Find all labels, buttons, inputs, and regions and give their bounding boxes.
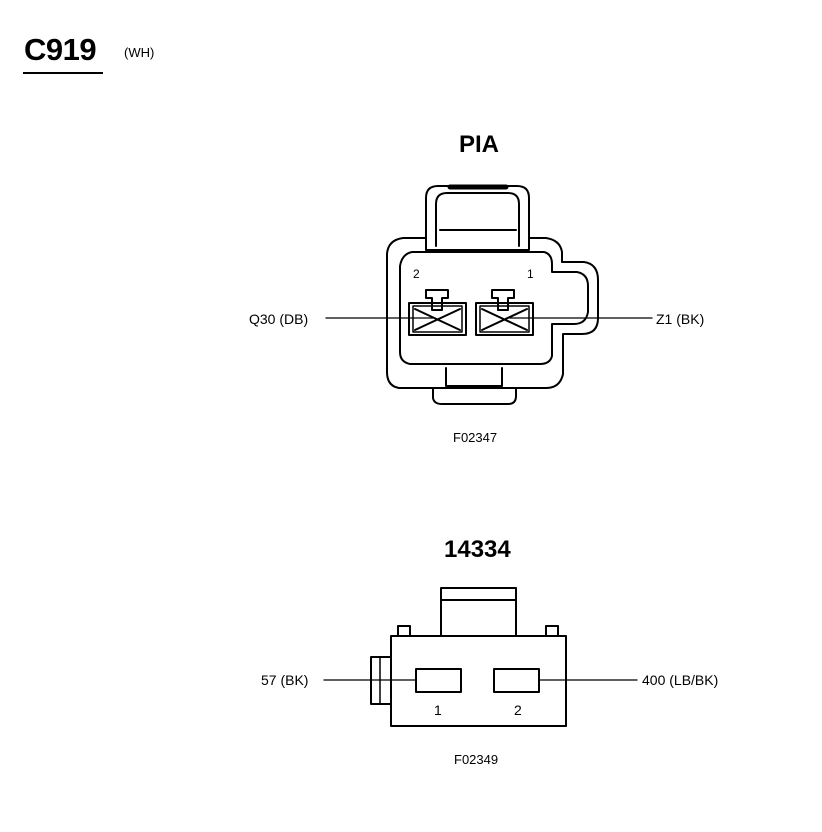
wire-label-q30: Q30 (DB) (249, 311, 309, 327)
bottom-pin-number-2: 2 (514, 702, 522, 718)
wire-label-400: 400 (LB/BK) (642, 672, 719, 688)
bottom-connector-drawing (323, 587, 638, 727)
top-connector-drawing (325, 184, 653, 405)
bottom-pin-number-1: 1 (434, 702, 442, 718)
bottom-clip-right (545, 625, 559, 637)
top-housing-inner (399, 251, 589, 365)
top-cavity-pin-2-inner (412, 305, 463, 333)
top-view-title: PIA (459, 131, 500, 158)
bottom-slot-pin-2 (493, 668, 540, 693)
connector-id-underline (23, 72, 103, 74)
bottom-view-title: 14334 (444, 536, 511, 563)
connector-color: (WH) (124, 45, 155, 60)
top-figure-id: F02347 (453, 430, 498, 445)
top-latch-outer (435, 192, 520, 247)
top-pin-number-1: 1 (527, 267, 534, 281)
top-cavity-pin-1 (475, 302, 534, 336)
connector-id: C919 (24, 32, 97, 67)
top-pin-number-2: 2 (413, 267, 420, 281)
bottom-figure-id: F02349 (454, 752, 499, 767)
top-bottom-tab (432, 387, 517, 405)
top-terminal-pin-2-x2 (414, 308, 461, 331)
top-cavity-pin-1-inner (479, 305, 530, 333)
top-terminal-pin-2 (425, 289, 449, 311)
top-housing-outer (386, 237, 599, 389)
top-bottom-tab-inner (445, 367, 503, 387)
top-terminal-pin-1-x2 (481, 308, 528, 331)
top-terminal-pin-1 (491, 289, 515, 311)
bottom-housing (390, 635, 567, 727)
top-cavity-pin-2 (408, 302, 467, 336)
bottom-slot-pin-1 (415, 668, 462, 693)
wire-label-z1: Z1 (BK) (656, 311, 705, 327)
wire-label-57: 57 (BK) (261, 672, 309, 688)
bottom-clip-left (397, 625, 411, 637)
bottom-latch (440, 587, 517, 637)
